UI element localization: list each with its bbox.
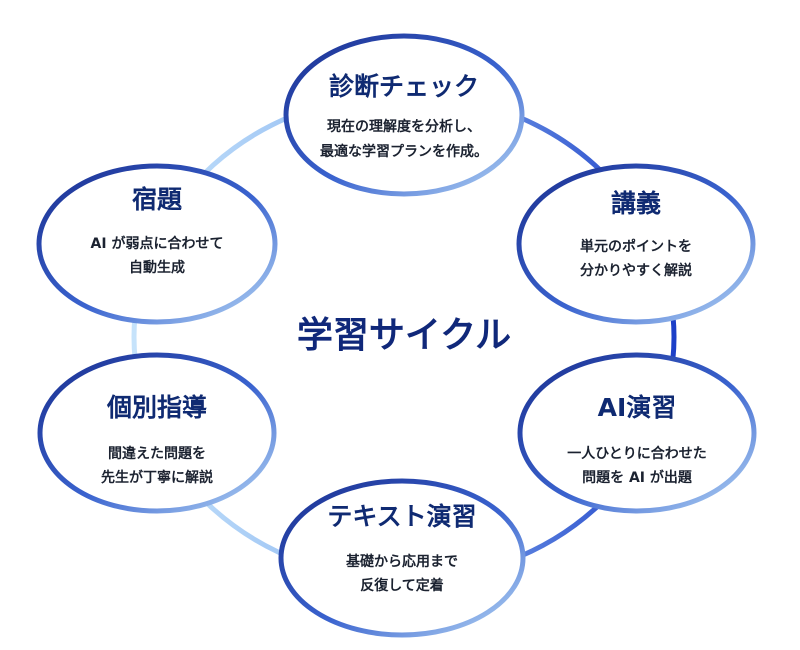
center-title: 学習サイクル xyxy=(297,314,511,356)
node-desc-line1: 単元のポイントを xyxy=(580,238,692,255)
node-ai-practice: AI演習 一人ひとりに合わせた 問題を AI が出題 xyxy=(517,352,757,514)
node-lecture: 講義 単元のポイントを 分かりやすく解説 xyxy=(516,163,756,325)
node-desc-line1: AI が弱点に合わせて xyxy=(91,235,224,252)
node-desc-line2: 最適な学習プランを作成。 xyxy=(320,143,488,160)
node-desc-line1: 一人ひとりに合わせた xyxy=(567,445,707,462)
node-desc-line2: 自動生成 xyxy=(129,259,185,276)
node-title: 診断チェック xyxy=(329,72,479,101)
node-homework: 宿題 AI が弱点に合わせて 自動生成 xyxy=(36,163,278,325)
node-title: テキスト演習 xyxy=(327,502,476,531)
node-desc-line2: 問題を AI が出題 xyxy=(582,469,693,486)
node-desc-line2: 先生が丁寧に解説 xyxy=(101,469,213,486)
node-title: 講義 xyxy=(611,189,661,218)
node-title: AI演習 xyxy=(598,393,677,422)
node-desc-line2: 反復して定着 xyxy=(360,577,444,594)
node-desc-line1: 基礎から応用まで xyxy=(346,553,458,570)
node-textbook-practice: テキスト演習 基礎から応用まで 反復して定着 xyxy=(278,478,526,638)
node-title: 宿題 xyxy=(132,185,183,214)
node-diagnostic-check: 診断チェック 現在の理解度を分析し、 最適な学習プランを作成。 xyxy=(283,33,525,197)
node-desc-line1: 間違えた問題を xyxy=(108,445,206,462)
node-desc-line2: 分かりやすく解説 xyxy=(580,262,692,279)
node-title: 個別指導 xyxy=(106,393,207,422)
node-individual-tutoring: 個別指導 間違えた問題を 先生が丁寧に解説 xyxy=(37,352,277,514)
node-desc-line1: 現在の理解度を分析し、 xyxy=(327,118,481,135)
